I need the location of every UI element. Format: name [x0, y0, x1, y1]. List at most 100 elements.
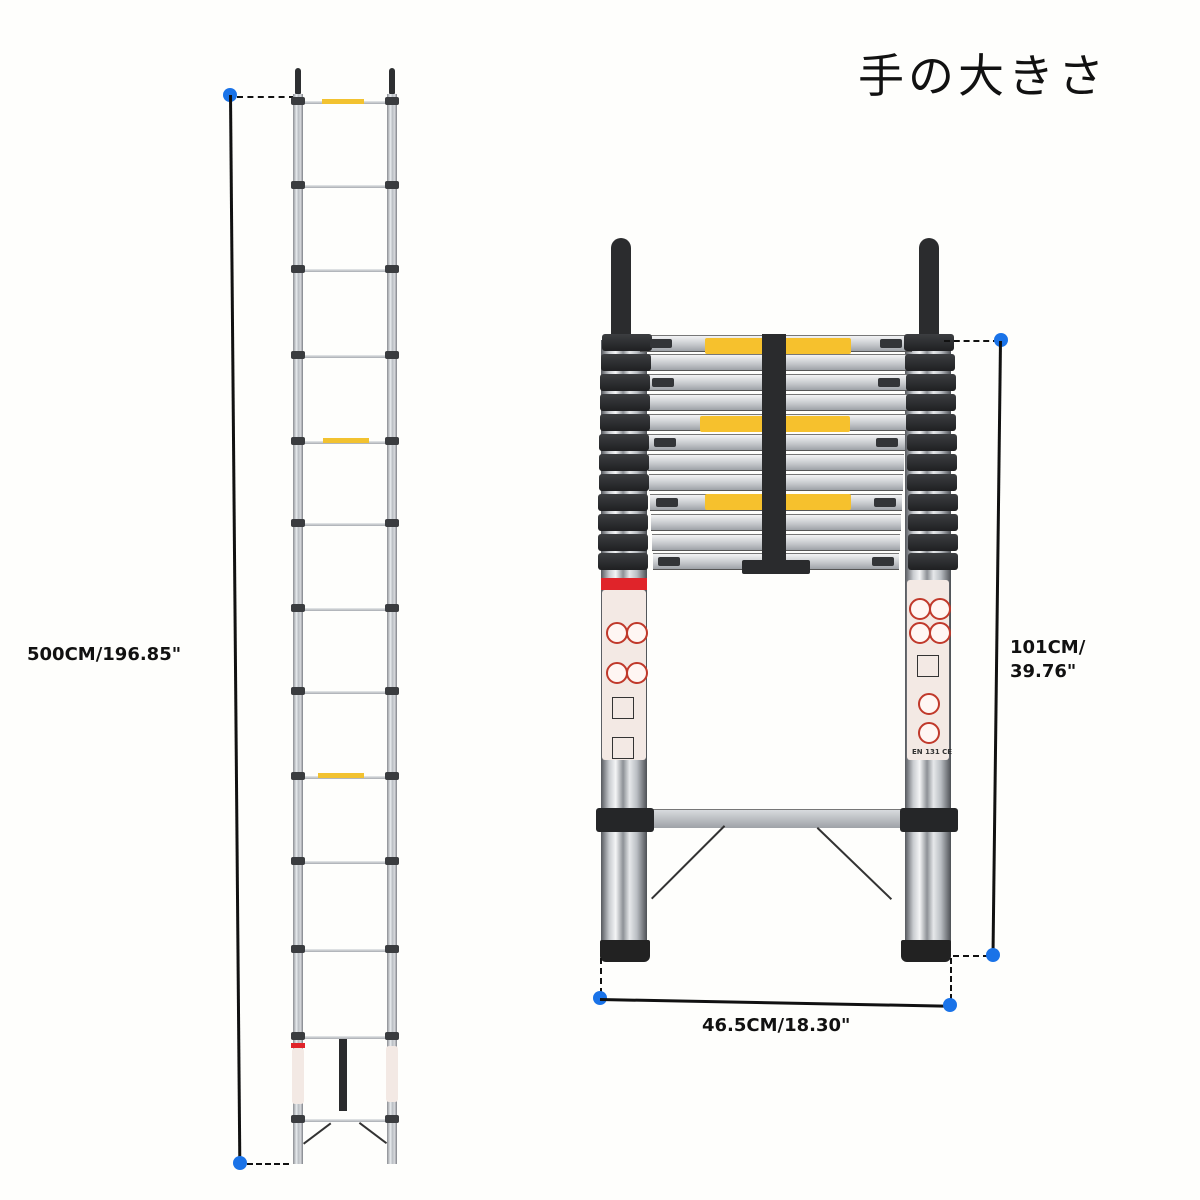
- rung-slot: [652, 378, 674, 387]
- rail-collar: [385, 519, 399, 527]
- rung: [302, 185, 388, 188]
- rail-collar: [291, 181, 305, 189]
- bottom-marker-dot: [233, 1156, 247, 1170]
- bottom-dashed-guide: [247, 1163, 289, 1165]
- rail-collar: [385, 687, 399, 695]
- stabilizer-brace: [359, 1122, 388, 1144]
- rung-slot: [874, 498, 896, 507]
- right-rail: [387, 94, 397, 1164]
- rail-collar: [385, 945, 399, 953]
- safety-red-band: [291, 1043, 305, 1048]
- rung-end-cap: [907, 454, 957, 471]
- rung-end-cap: [906, 414, 956, 431]
- rail-collar: [291, 519, 305, 527]
- left-rail: [293, 94, 303, 1164]
- collapsed-height-label-line2: 39.76": [1010, 661, 1077, 683]
- rail-collar: [291, 687, 305, 695]
- right-marker-dot: [943, 998, 957, 1012]
- left-top-cap: [295, 68, 301, 94]
- standard-mark: EN 131 CE: [912, 748, 953, 756]
- collapsed-width-label: 46.5CM/18.30": [702, 1015, 851, 1036]
- rung-end-cap: [905, 354, 955, 371]
- warning-sticker: [322, 99, 364, 104]
- rail-collar: [291, 772, 305, 780]
- left-marker-dot: [593, 991, 607, 1005]
- right-dashed-guide: [950, 958, 952, 1000]
- rubber-foot: [600, 940, 650, 962]
- rung-end-cap: [601, 354, 651, 371]
- rung-clamp: [900, 808, 958, 832]
- rail-collar: [385, 772, 399, 780]
- rung: [302, 949, 388, 952]
- rung-end-cap: [908, 514, 958, 531]
- bottom-dashed-guide: [953, 955, 989, 957]
- safety-pictogram: [929, 622, 951, 644]
- rung-end-cap: [599, 474, 649, 491]
- rail-collar: [385, 1032, 399, 1040]
- rail-collar: [291, 1032, 305, 1040]
- safety-pictogram: [909, 598, 931, 620]
- rail-collar: [291, 437, 305, 445]
- bottom-rung: [650, 809, 910, 828]
- safety-red-band: [601, 578, 647, 590]
- rung-slot: [872, 557, 894, 566]
- rung-end-cap: [600, 394, 650, 411]
- rail-collar: [385, 97, 399, 105]
- rung-slot: [880, 339, 902, 348]
- rail-collar: [291, 351, 305, 359]
- rail-collar: [385, 1115, 399, 1123]
- rail-collar: [385, 351, 399, 359]
- rung-end-cap: [599, 434, 649, 451]
- page-title: 手の大きさ: [858, 49, 1108, 103]
- safety-pictogram: [918, 693, 940, 715]
- rung-end-cap: [602, 334, 652, 351]
- safety-pictogram-square: [917, 655, 939, 677]
- rail-collar: [291, 97, 305, 105]
- rung: [302, 1036, 388, 1039]
- rung-end-cap: [598, 514, 648, 531]
- rung-end-cap: [906, 374, 956, 391]
- rung-end-cap: [907, 434, 957, 451]
- rung-slot: [658, 557, 680, 566]
- rung: [302, 1119, 388, 1122]
- binding-strap: [762, 334, 786, 566]
- rung-end-cap: [908, 494, 958, 511]
- stabilizer-brace: [651, 825, 725, 900]
- collapsed-height-label-line1: 101CM/: [1010, 637, 1086, 658]
- rung-end-cap: [598, 534, 648, 551]
- top-dashed-guide: [237, 96, 295, 98]
- rung-slot: [878, 378, 900, 387]
- right-top-hook: [919, 238, 939, 343]
- rung-end-cap: [907, 474, 957, 491]
- rung-end-cap: [599, 454, 649, 471]
- rung-end-cap: [908, 534, 958, 551]
- top-marker-dot: [994, 333, 1008, 347]
- rung-slot: [654, 438, 676, 447]
- top-dashed-guide: [944, 340, 999, 342]
- safety-pictogram-square: [612, 737, 634, 759]
- rubber-foot: [901, 940, 951, 962]
- rung: [302, 355, 388, 358]
- rung: [302, 269, 388, 272]
- rail-collar: [385, 437, 399, 445]
- rail-collar: [385, 265, 399, 273]
- rail-collar: [291, 945, 305, 953]
- height-dimension-line: [991, 340, 1002, 955]
- rung-end-cap: [598, 494, 648, 511]
- width-dimension-line: [599, 998, 950, 1008]
- carry-strap: [339, 1039, 347, 1111]
- rail-collar: [291, 1115, 305, 1123]
- rung-clamp: [596, 808, 654, 832]
- rung-end-cap: [904, 334, 954, 351]
- warning-sticker: [318, 773, 364, 778]
- rung-end-cap: [906, 394, 956, 411]
- collapsed-height-label: 101CM/ 39.76": [1010, 636, 1085, 685]
- safety-pictogram: [909, 622, 931, 644]
- safety-pictogram: [626, 622, 648, 644]
- rung: [302, 523, 388, 526]
- safety-pictogram: [606, 622, 628, 644]
- rail-collar: [385, 857, 399, 865]
- bottom-marker-dot: [986, 948, 1000, 962]
- rung: [302, 691, 388, 694]
- rung-slot: [650, 339, 672, 348]
